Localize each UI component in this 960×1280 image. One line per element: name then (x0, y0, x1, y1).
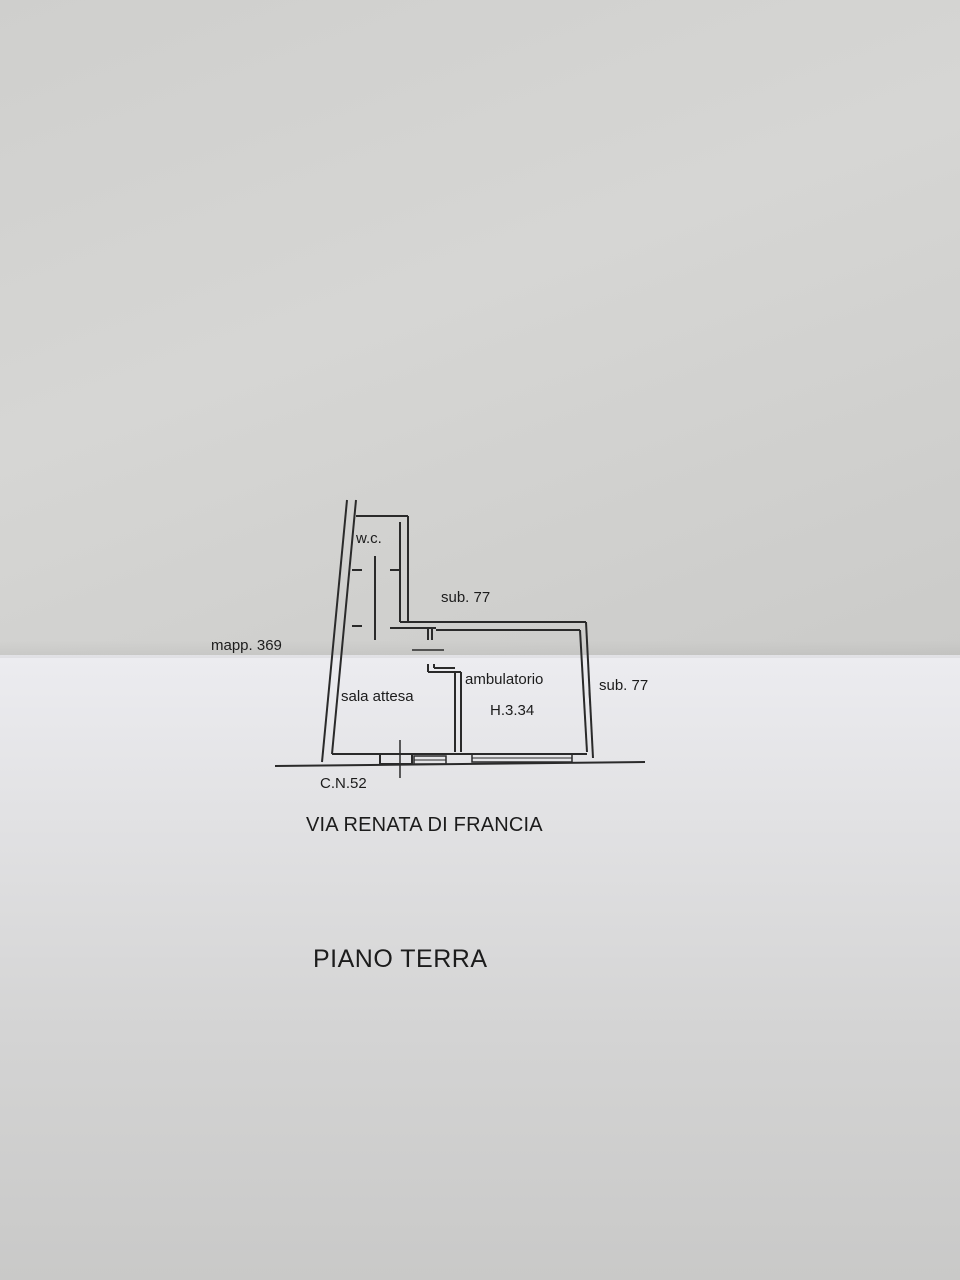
left-boundary-inner (331, 499, 357, 755)
paper-upper-half (0, 0, 960, 655)
wc-label: w.c. (356, 530, 382, 547)
front-wall-outer (274, 761, 646, 767)
height-label: H.3.34 (490, 702, 535, 719)
paper-lower-half (0, 655, 960, 1280)
left-boundary-outer (321, 499, 348, 763)
sala-attesa-label: sala attesa (341, 688, 414, 705)
right-dash (588, 689, 592, 721)
sub-77-top-label: sub. 77 (441, 589, 491, 606)
civic-number-label: C.N.52 (320, 775, 367, 792)
mapp-label: mapp. 369 (211, 637, 282, 654)
right-boundary-inner (579, 629, 588, 753)
paper-fold (0, 640, 960, 658)
entrance-door (379, 753, 413, 765)
street-name: VIA RENATA DI FRANCIA (306, 814, 543, 836)
floor-title: PIANO TERRA (313, 945, 488, 973)
sub-77-right-label: sub. 77 (599, 677, 649, 694)
ambulatorio-label: ambulatorio (465, 671, 544, 688)
